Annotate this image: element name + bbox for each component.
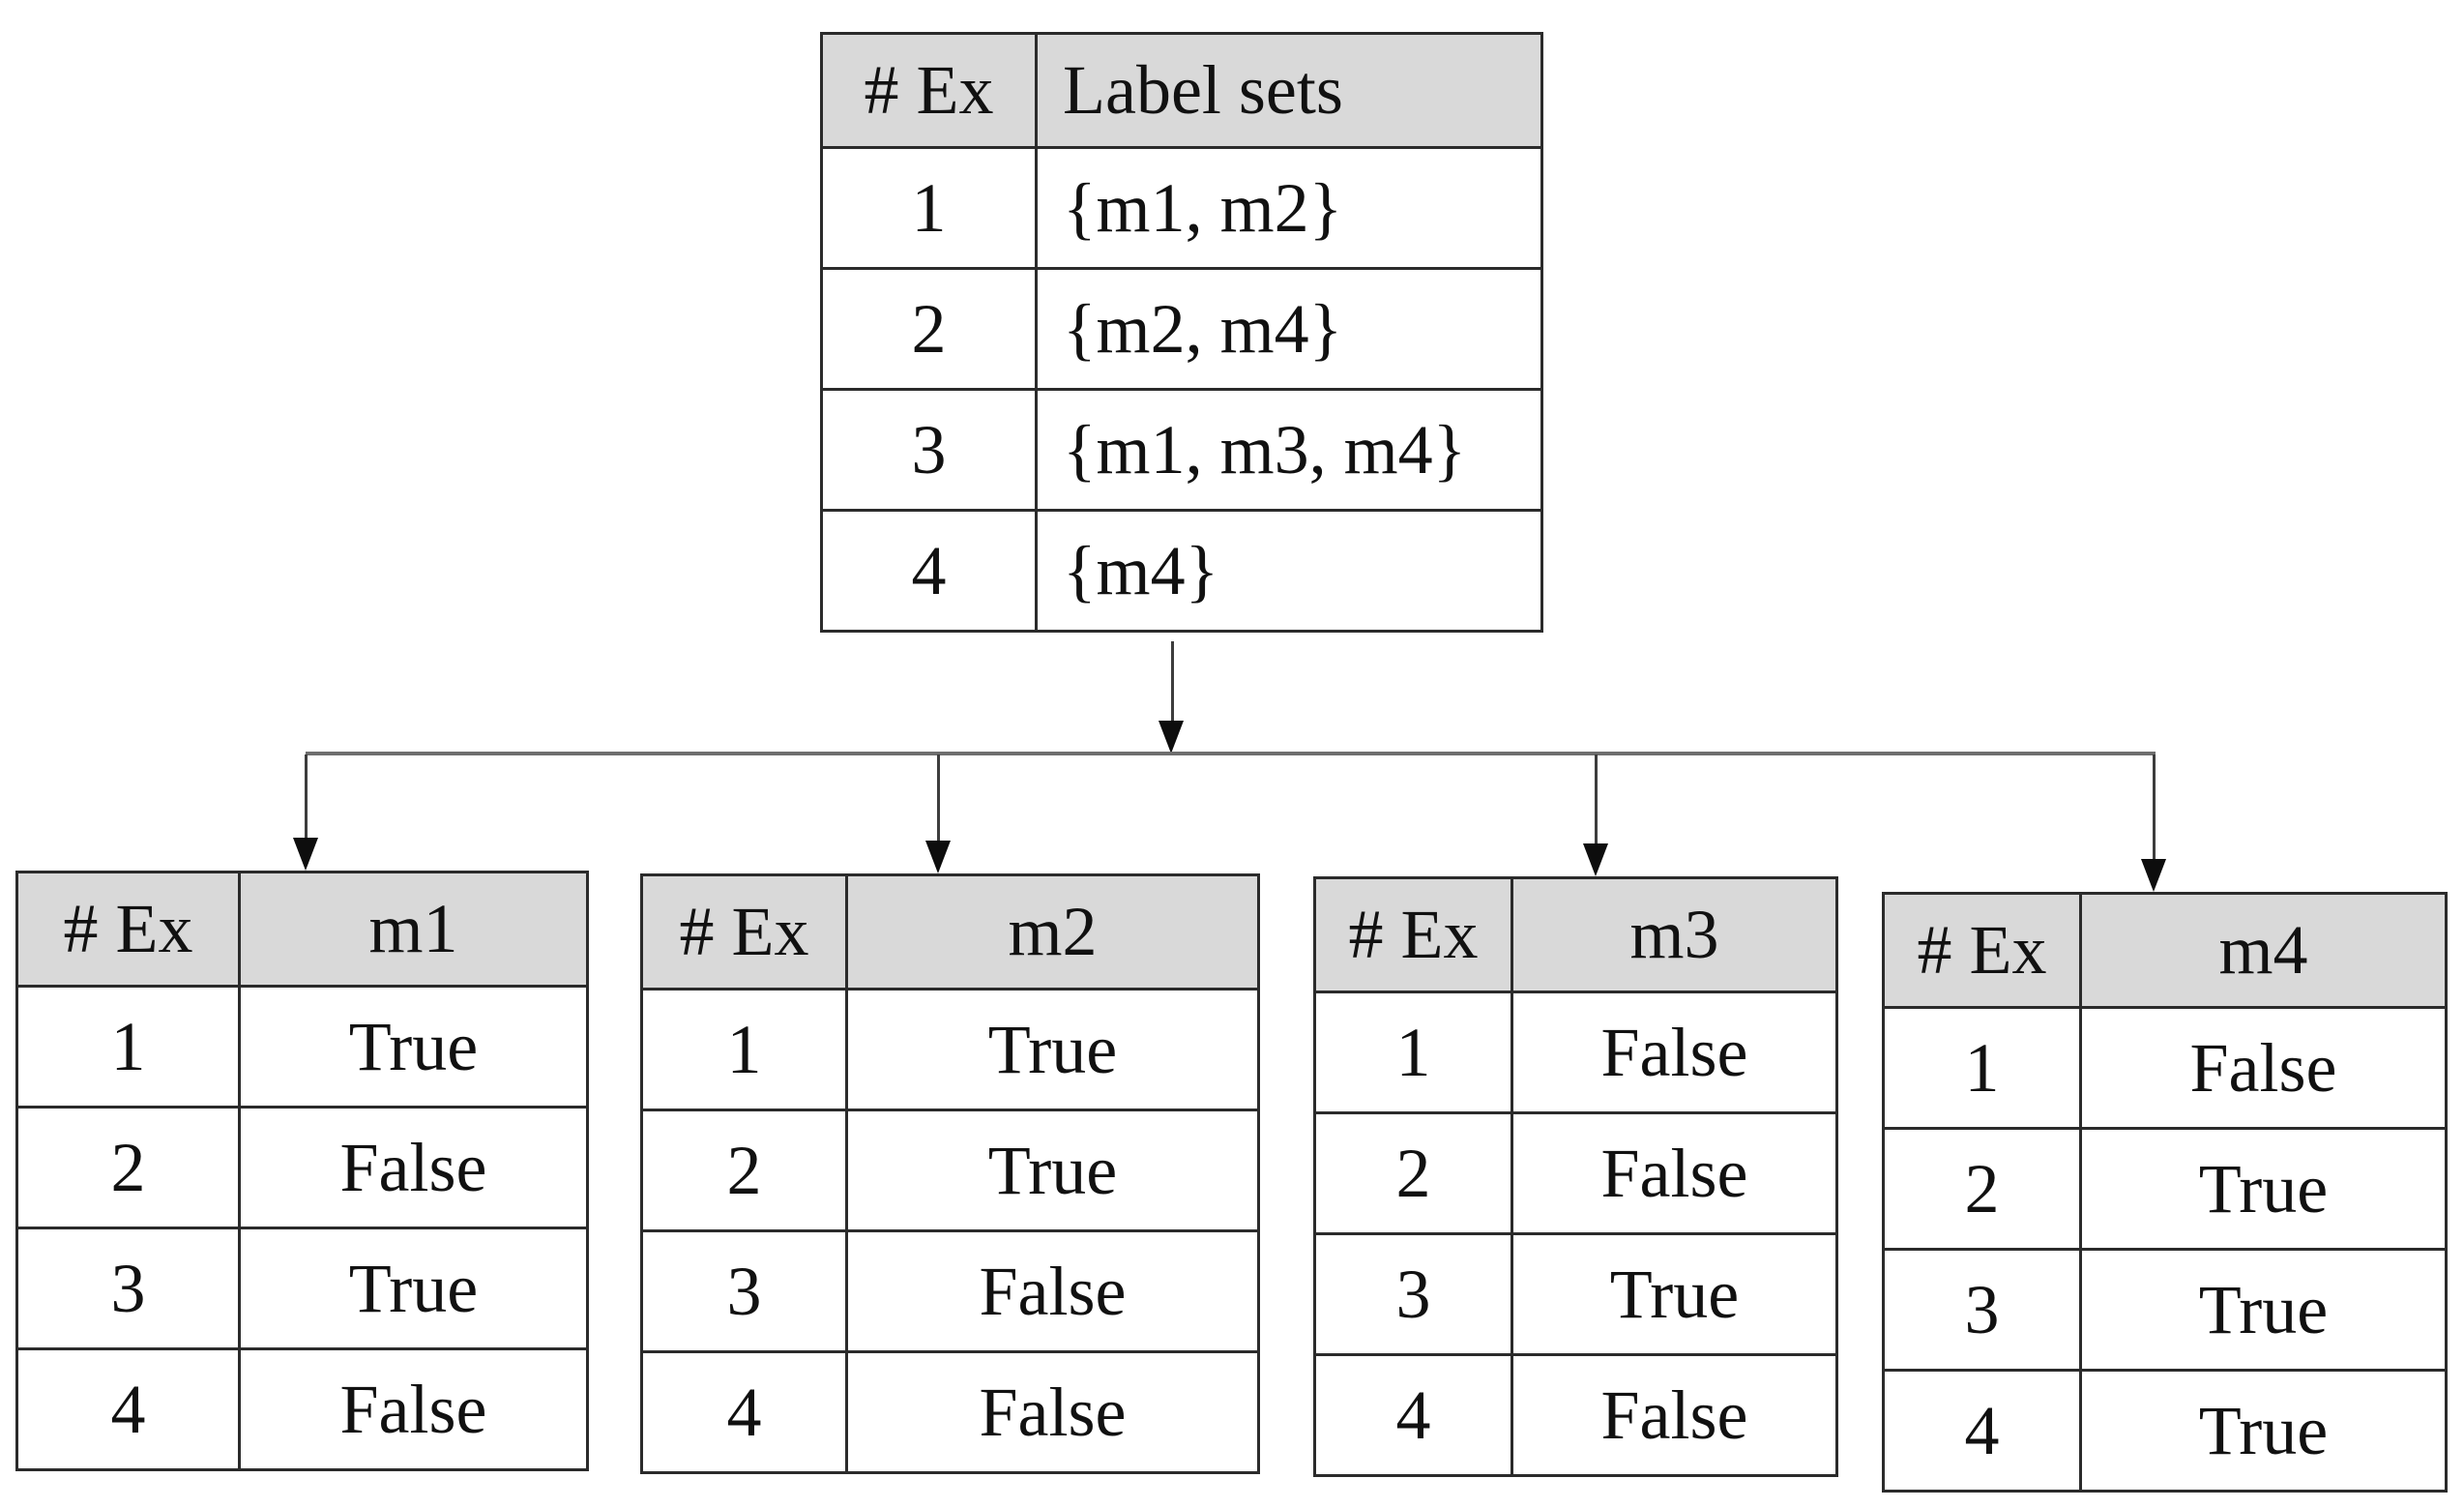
table-row: 1 True xyxy=(15,985,589,1109)
prediction-cell: False xyxy=(2079,1006,2448,1130)
ex-number-cell: 2 xyxy=(1882,1127,2082,1251)
prediction-cell: True xyxy=(845,1109,1260,1232)
prediction-cell: True xyxy=(1511,1232,1838,1356)
prediction-cell: True xyxy=(238,1227,589,1350)
column-header-ex: # Ex xyxy=(1882,892,2082,1009)
column-header-m2: m2 xyxy=(845,873,1260,991)
table-header-row: # Ex Label sets xyxy=(820,32,1543,149)
ex-number-cell: 3 xyxy=(1313,1232,1513,1356)
prediction-cell: True xyxy=(845,988,1260,1111)
label-set-cell: {m1, m3, m4} xyxy=(1035,388,1543,512)
table-header-row: # Ex m4 xyxy=(1882,892,2448,1009)
ex-number-cell: 2 xyxy=(640,1109,848,1232)
arrow-down-icon xyxy=(293,838,318,871)
prediction-cell: False xyxy=(1511,1353,1838,1477)
prediction-cell: False xyxy=(845,1229,1260,1353)
table-row: 1 {m1, m2} xyxy=(820,146,1543,270)
column-header-ex: # Ex xyxy=(1313,876,1513,993)
ex-number-cell: 4 xyxy=(1313,1353,1513,1477)
table-row: 2 False xyxy=(1313,1111,1838,1235)
arrow-down-icon xyxy=(1159,721,1184,754)
ex-number-cell: 1 xyxy=(1313,991,1513,1114)
ex-number-cell: 2 xyxy=(1313,1111,1513,1235)
table-header-row: # Ex m2 xyxy=(640,873,1260,991)
prediction-cell: False xyxy=(845,1350,1260,1474)
column-header-label-sets: Label sets xyxy=(1035,32,1543,149)
column-header-m3: m3 xyxy=(1511,876,1838,993)
table-row: 3 True xyxy=(15,1227,589,1350)
column-header-ex: # Ex xyxy=(820,32,1038,149)
branch-line-m1 xyxy=(305,754,308,840)
label-sets-table: # Ex Label sets 1 {m1, m2} 2 {m2, m4} 3 … xyxy=(820,32,1543,633)
prediction-cell: False xyxy=(238,1106,589,1229)
column-header-ex: # Ex xyxy=(15,871,241,988)
prediction-cell: False xyxy=(1511,991,1838,1114)
prediction-cell: True xyxy=(2079,1369,2448,1493)
ex-number-cell: 4 xyxy=(15,1347,241,1471)
branch-line-m2 xyxy=(937,754,940,843)
table-row: 4 False xyxy=(15,1347,589,1471)
branch-line-m3 xyxy=(1595,754,1598,845)
arrow-down-icon xyxy=(2141,859,2166,892)
connector-branch-line xyxy=(306,752,2156,755)
table-row: 3 {m1, m3, m4} xyxy=(820,388,1543,512)
prediction-cell: True xyxy=(2079,1127,2448,1251)
prediction-cell: False xyxy=(238,1347,589,1471)
ex-number-cell: 3 xyxy=(15,1227,241,1350)
table-header-row: # Ex m1 xyxy=(15,871,589,988)
label-set-cell: {m1, m2} xyxy=(1035,146,1543,270)
table-row: 4 True xyxy=(1882,1369,2448,1493)
m4-table: # Ex m4 1 False 2 True 3 True 4 True xyxy=(1882,892,2448,1493)
prediction-cell: False xyxy=(1511,1111,1838,1235)
table-row: 1 True xyxy=(640,988,1260,1111)
ex-number-cell: 4 xyxy=(1882,1369,2082,1493)
label-set-cell: {m4} xyxy=(1035,509,1543,633)
ex-number-cell: 4 xyxy=(640,1350,848,1474)
column-header-m1: m1 xyxy=(238,871,589,988)
ex-number-cell: 1 xyxy=(15,985,241,1109)
ex-number-cell: 3 xyxy=(820,388,1038,512)
ex-number-cell: 2 xyxy=(820,267,1038,391)
table-row: 3 True xyxy=(1313,1232,1838,1356)
table-row: 4 False xyxy=(1313,1353,1838,1477)
table-row: 2 True xyxy=(1882,1127,2448,1251)
column-header-ex: # Ex xyxy=(640,873,848,991)
table-row: 3 True xyxy=(1882,1248,2448,1372)
table-row: 2 False xyxy=(15,1106,589,1229)
table-row: 1 False xyxy=(1882,1006,2448,1130)
label-set-cell: {m2, m4} xyxy=(1035,267,1543,391)
m1-table: # Ex m1 1 True 2 False 3 True 4 False xyxy=(15,871,589,1471)
connector-stem-line xyxy=(1171,641,1174,723)
table-row: 3 False xyxy=(640,1229,1260,1353)
table-row: 4 {m4} xyxy=(820,509,1543,633)
arrow-down-icon xyxy=(1583,843,1608,876)
ex-number-cell: 3 xyxy=(1882,1248,2082,1372)
table-row: 1 False xyxy=(1313,991,1838,1114)
m3-table: # Ex m3 1 False 2 False 3 True 4 False xyxy=(1313,876,1838,1477)
table-row: 4 False xyxy=(640,1350,1260,1474)
table-row: 2 True xyxy=(640,1109,1260,1232)
ex-number-cell: 2 xyxy=(15,1106,241,1229)
arrow-down-icon xyxy=(925,841,951,873)
prediction-cell: True xyxy=(2079,1248,2448,1372)
ex-number-cell: 4 xyxy=(820,509,1038,633)
branch-line-m4 xyxy=(2153,754,2156,861)
ex-number-cell: 1 xyxy=(640,988,848,1111)
m2-table: # Ex m2 1 True 2 True 3 False 4 False xyxy=(640,873,1260,1474)
ex-number-cell: 1 xyxy=(820,146,1038,270)
table-header-row: # Ex m3 xyxy=(1313,876,1838,993)
column-header-m4: m4 xyxy=(2079,892,2448,1009)
ex-number-cell: 1 xyxy=(1882,1006,2082,1130)
ex-number-cell: 3 xyxy=(640,1229,848,1353)
prediction-cell: True xyxy=(238,985,589,1109)
table-row: 2 {m2, m4} xyxy=(820,267,1543,391)
